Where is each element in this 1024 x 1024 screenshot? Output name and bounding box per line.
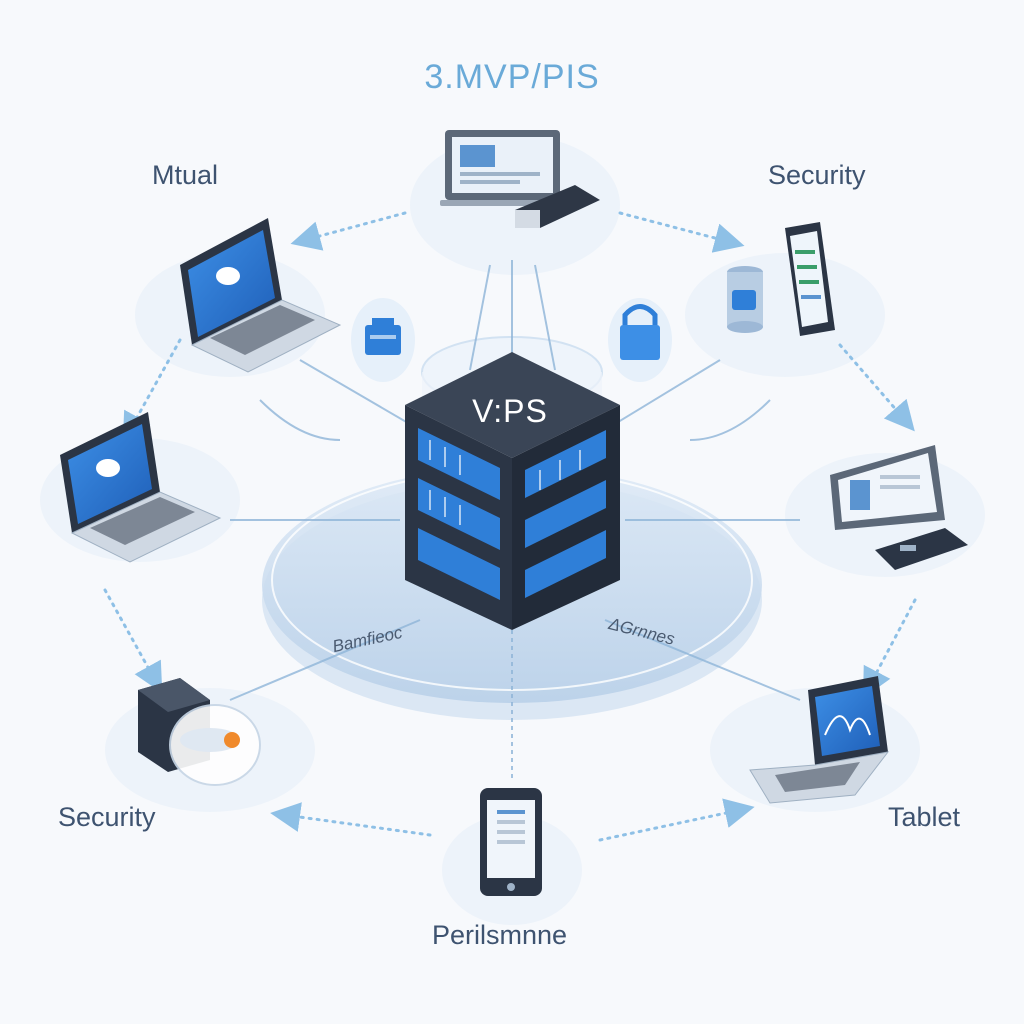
connection-lines	[229, 260, 801, 780]
storage-device-icon	[515, 185, 600, 228]
label-top-left: Mtual	[152, 160, 219, 190]
laptop-monitor-icon	[60, 412, 222, 563]
laptop-monitor-icon	[180, 218, 342, 373]
server-label: V:PS	[472, 393, 548, 429]
label-bottom-right: Tablet	[888, 802, 961, 832]
laptop-monitor-icon	[749, 676, 890, 804]
database-icon	[351, 298, 415, 382]
server-rack-icon	[405, 352, 620, 630]
label-top-right: Security	[768, 160, 866, 190]
tablet-icon	[875, 528, 968, 570]
database-icon	[169, 704, 261, 786]
diagram-title: 3.MVP/PIS	[424, 58, 600, 96]
flow-arrows	[103, 211, 917, 842]
smartphone-icon	[785, 222, 835, 336]
padlock-icon	[608, 298, 672, 382]
laptop-monitor-icon	[830, 445, 945, 530]
smartphone-icon	[480, 788, 542, 896]
laptop-monitor-icon	[440, 130, 565, 206]
label-bottom: Perilsmnne	[432, 920, 568, 950]
label-bottom-left: Security	[58, 802, 156, 832]
database-icon	[727, 266, 763, 333]
